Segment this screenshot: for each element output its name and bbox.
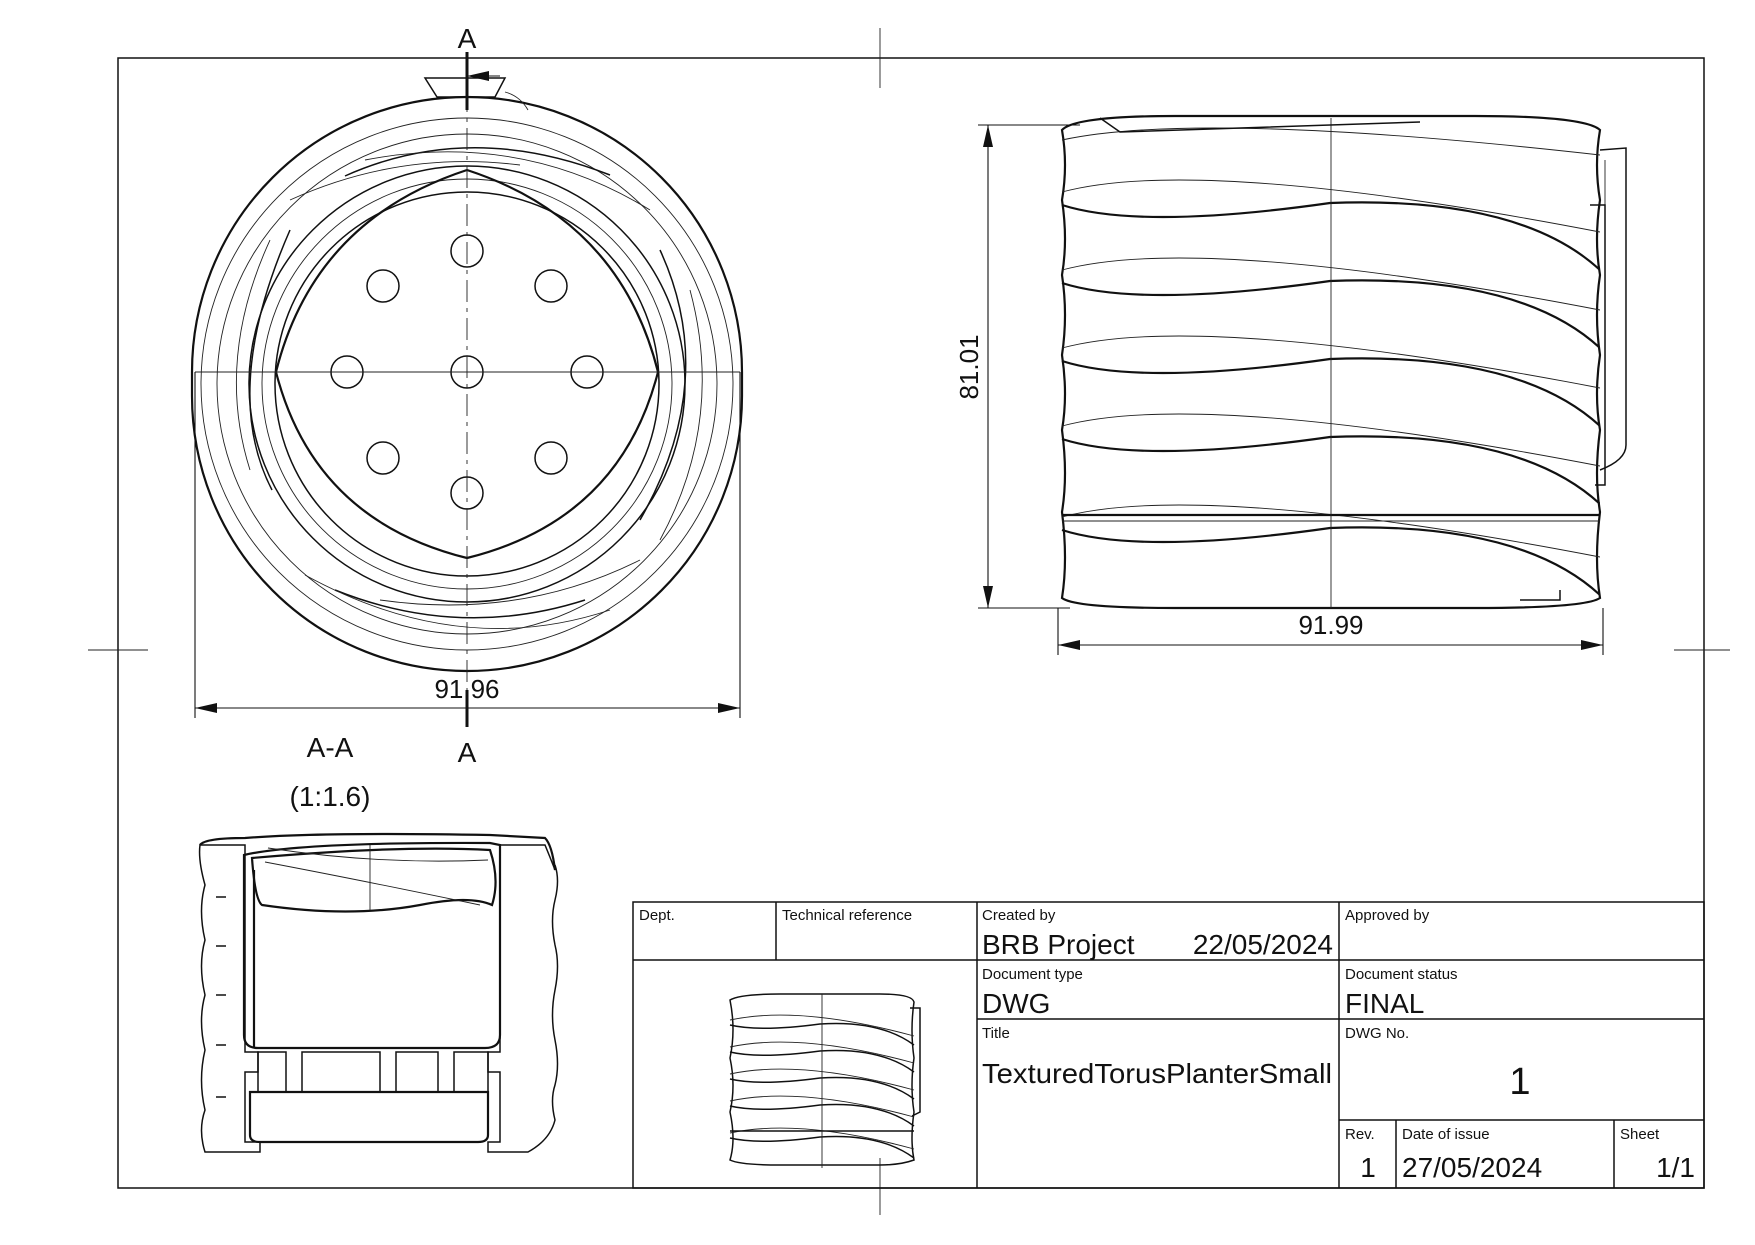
front-view [1060, 114, 1627, 610]
section-marker-bottom: A [458, 737, 477, 768]
doc-type-value: DWG [982, 988, 1050, 1019]
top-width-label: 91.96 [434, 674, 499, 704]
title-block [632, 901, 1705, 1189]
front-width-label: 91.99 [1298, 610, 1363, 640]
rev-value: 1 [1360, 1152, 1376, 1183]
title-value: TexturedTorusPlanterSmall [982, 1058, 1332, 1089]
issue-date-value: 27/05/2024 [1402, 1152, 1542, 1183]
front-height-dimension [978, 124, 1080, 609]
thumbnail-view [729, 993, 921, 1168]
doc-status-label: Document status [1345, 966, 1458, 983]
top-view [190, 52, 744, 727]
dept-label: Dept. [639, 907, 675, 924]
section-view [198, 832, 559, 1153]
doc-type-label: Document type [982, 966, 1083, 983]
created-date-value: 22/05/2024 [1193, 929, 1333, 960]
created-by-value: BRB Project [982, 929, 1135, 960]
sheet-frame [88, 28, 1730, 1215]
rev-label: Rev. [1345, 1126, 1375, 1143]
approved-by-label: Approved by [1345, 907, 1430, 924]
created-by-label: Created by [982, 907, 1056, 924]
section-scale: (1:1.6) [290, 781, 371, 812]
dwg-no-label: DWG No. [1345, 1025, 1409, 1042]
issue-label: Date of issue [1402, 1126, 1490, 1143]
tech-ref-label: Technical reference [782, 907, 912, 924]
top-width-dimension [194, 372, 741, 718]
section-title: A-A [307, 732, 354, 763]
front-height-label: 81.01 [954, 334, 984, 399]
doc-status-value: FINAL [1345, 988, 1424, 1019]
title-label: Title [982, 1025, 1010, 1042]
dwg-no-value: 1 [1509, 1061, 1530, 1103]
sheet-value: 1/1 [1656, 1152, 1695, 1183]
section-marker-top: A [458, 23, 477, 54]
front-width-dimension [1057, 608, 1604, 655]
sheet-label: Sheet [1620, 1126, 1660, 1143]
